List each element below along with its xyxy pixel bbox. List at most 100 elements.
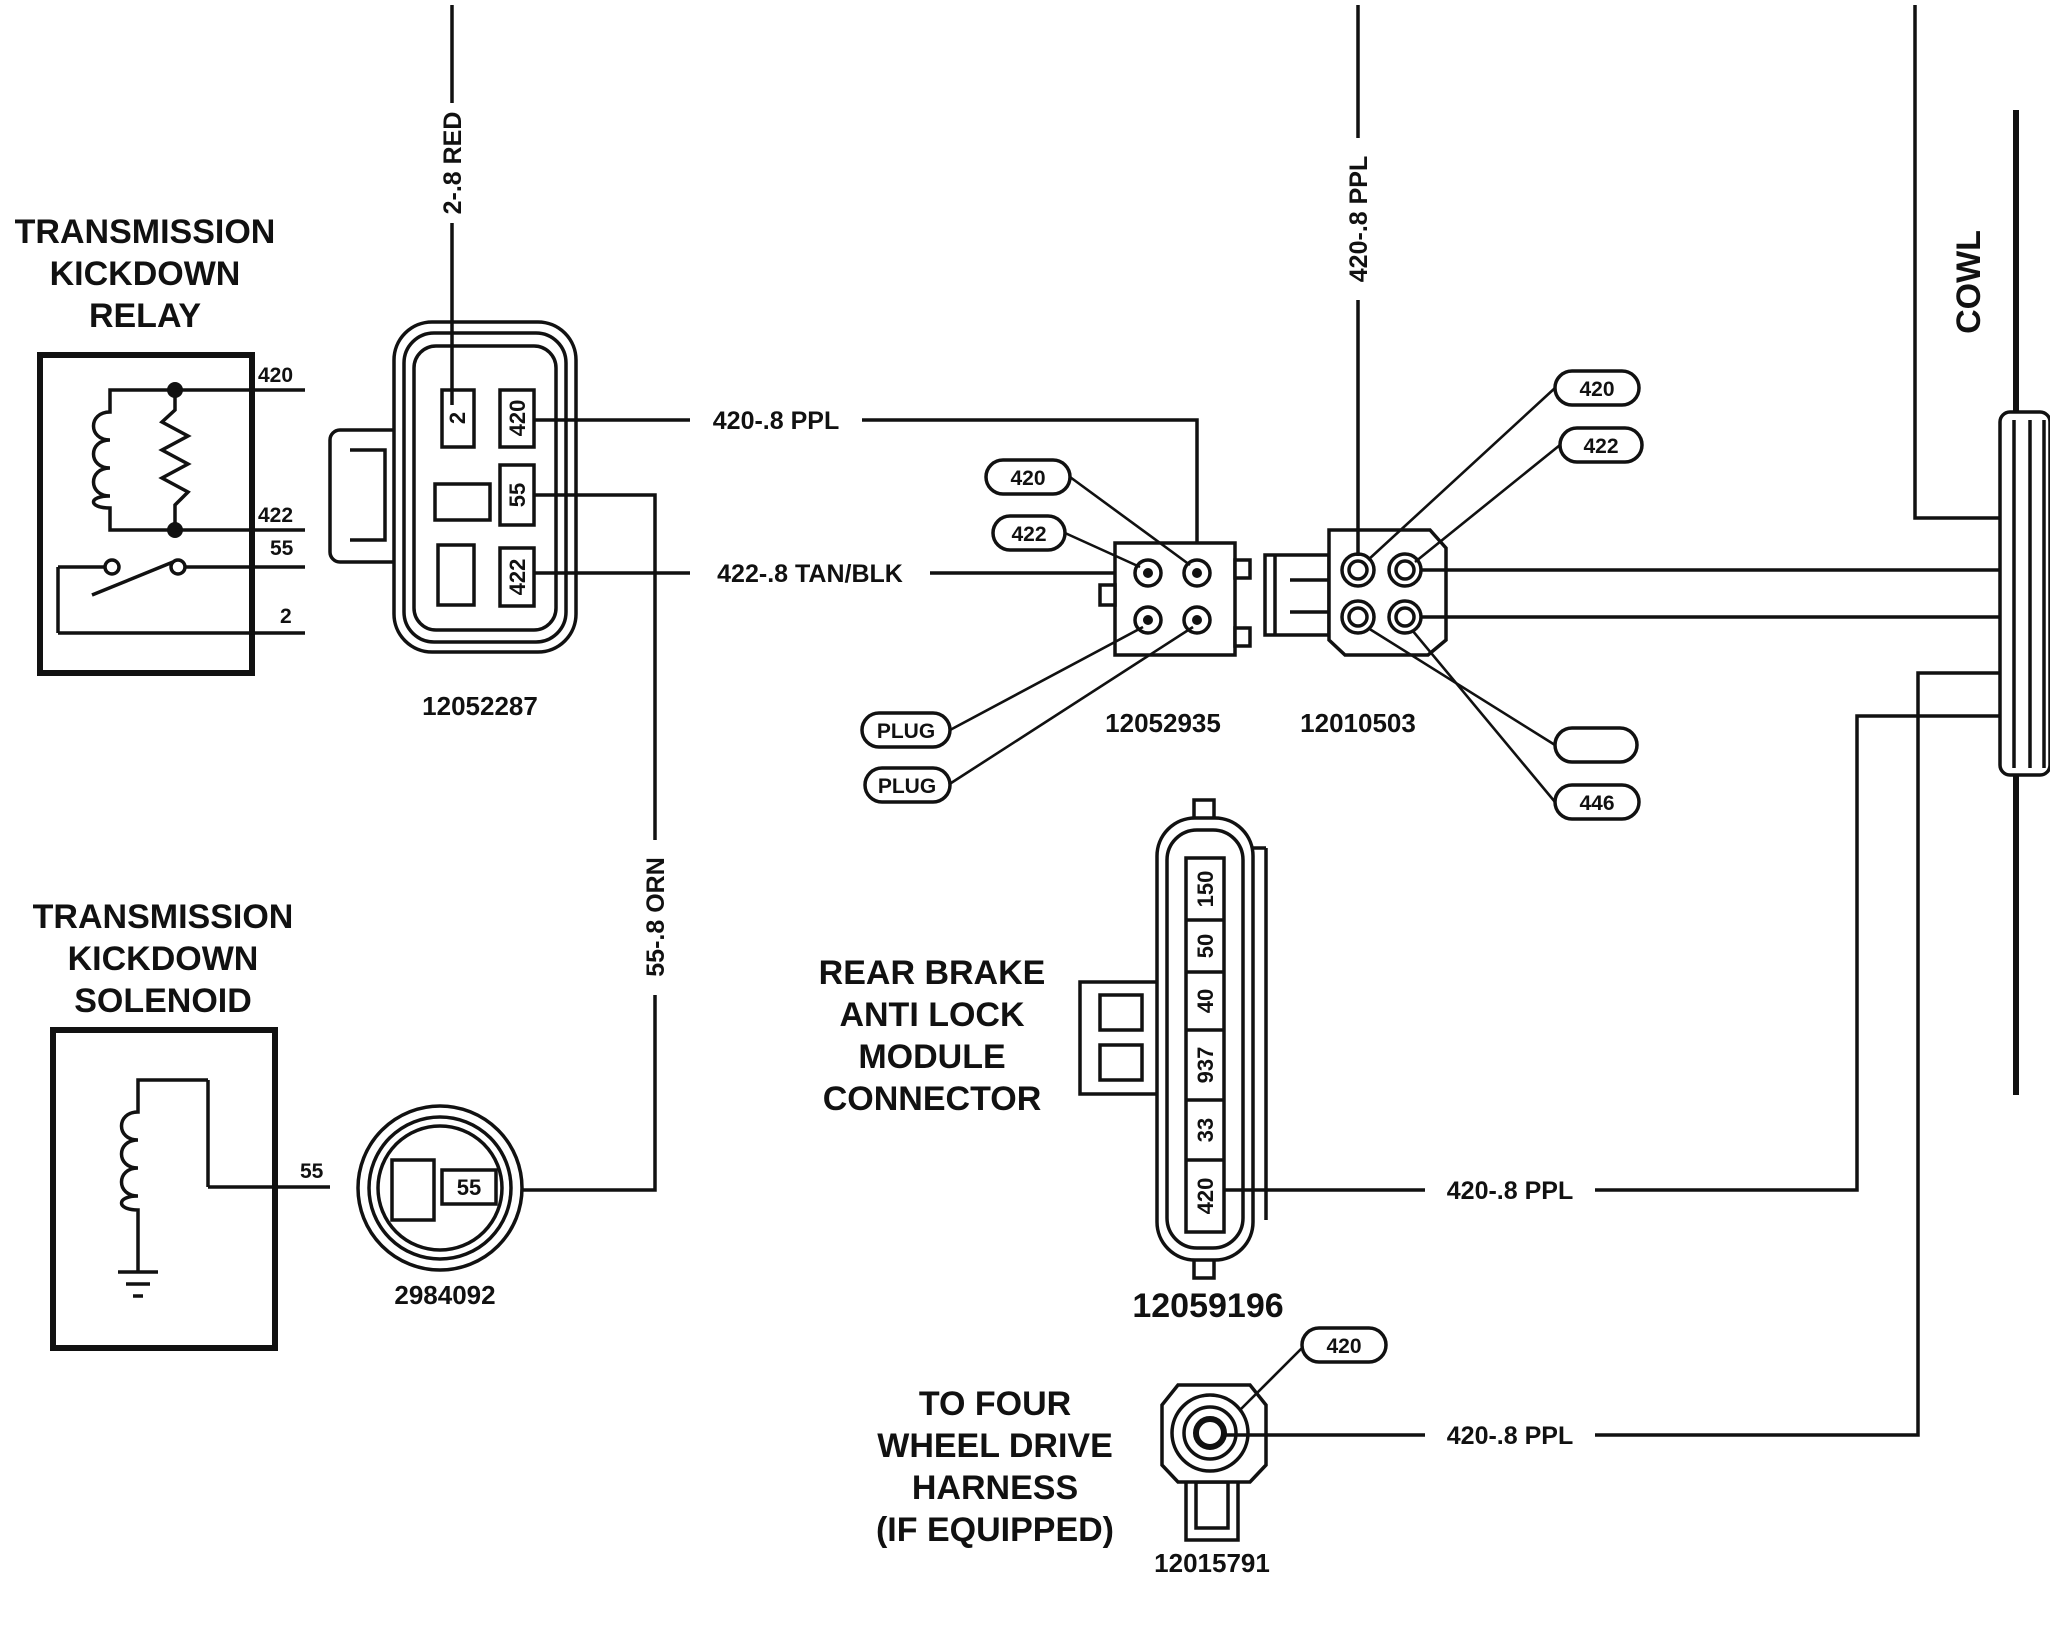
inline-connector-b: 420 422 446 12010503 <box>1263 369 1644 821</box>
relay-cavity-blank-low <box>436 543 476 607</box>
wire-orn-upper <box>534 493 657 840</box>
solenoid-connector-shell <box>356 1104 524 1272</box>
solenoid-connector: 55 2984092 <box>356 1104 524 1310</box>
four-wd-title: TO FOUR WHEEL DRIVE HARNESS (IF EQUIPPED… <box>876 1385 1114 1549</box>
wire-label-orn-55: 55-.8 ORN <box>642 857 670 976</box>
abs-connector-title: REAR BRAKE ANTI LOCK MODULE CONNECTOR <box>819 954 1046 1118</box>
four-wd-title-line-1: TO FOUR <box>919 1385 1071 1423</box>
relay-cavity-2 <box>440 388 476 449</box>
solenoid-title: TRANSMISSION KICKDOWN SOLENOID <box>33 898 294 1020</box>
abs-title-line-1: REAR BRAKE <box>819 954 1046 992</box>
four-wd-tag-420 <box>1300 1326 1388 1364</box>
four-wd-connector: 420 12015791 <box>1154 1326 1388 1578</box>
relay-title-line-2: KICKDOWN <box>50 255 241 293</box>
relay-switch-contact-left <box>103 558 121 576</box>
inline-b-tag-blank <box>1553 726 1639 764</box>
four-wd-title-line-4: (IF EQUIPPED) <box>876 1511 1114 1549</box>
relay-cavity-blank-mid <box>433 482 492 522</box>
abs-cavity-50: 50 <box>1193 934 1218 958</box>
inline-a-tag-plug-1 <box>860 711 952 749</box>
wire-orn-lower <box>520 995 657 1192</box>
relay-switch-blade <box>91 560 174 597</box>
relay-title: TRANSMISSION KICKDOWN RELAY <box>15 213 276 335</box>
inline-connector-a-body <box>1113 541 1237 657</box>
wire-label-red-2: 2-.8 RED <box>439 112 467 215</box>
relay-terminal-2: 2 <box>280 605 292 628</box>
cowl: COWL <box>1595 5 2050 1437</box>
relay-cavity-420-label: 420 <box>505 400 530 437</box>
inline-a-tag-plug-2-label: PLUG <box>878 775 936 798</box>
relay-coil-icon <box>91 388 175 532</box>
inline-a-tag-plug-2 <box>863 766 952 804</box>
inline-b-part-number: 12010503 <box>1300 708 1416 738</box>
abs-title-line-2: ANTI LOCK <box>839 996 1025 1034</box>
solenoid-cavity-55 <box>440 1168 498 1206</box>
abs-title-line-3: MODULE <box>858 1038 1005 1076</box>
inline-b-tag-446-label: 446 <box>1579 792 1614 815</box>
solenoid-title-line-3: SOLENOID <box>74 982 252 1020</box>
inline-b-body <box>1327 528 1448 657</box>
solenoid-cavity-55-label: 55 <box>457 1175 481 1200</box>
relay-body: 420 422 55 2 <box>37 352 305 676</box>
abs-cavity-937: 937 <box>1193 1047 1218 1084</box>
inline-b-tag-420 <box>1553 369 1641 407</box>
solenoid-body: 55 <box>50 1027 330 1351</box>
solenoid-coil-icon <box>119 1078 208 1272</box>
abs-title-line-4: CONNECTOR <box>823 1080 1042 1118</box>
four-wd-title-line-2: WHEEL DRIVE <box>877 1427 1113 1465</box>
inline-a-tag-420-label: 420 <box>1010 467 1045 490</box>
inline-b-tag-422-label: 422 <box>1583 435 1618 458</box>
relay-cavity-2-label: 2 <box>445 412 470 424</box>
abs-cavity-33: 33 <box>1193 1118 1218 1142</box>
inline-connector-a: 420 422 PLUG PLUG 12052935 <box>860 458 1252 804</box>
solenoid-connector-part-number: 2984092 <box>394 1280 495 1310</box>
wire-ppl-relay-right <box>862 418 1199 573</box>
inline-a-part-number: 12052935 <box>1105 708 1221 738</box>
four-wd-tag-420-label: 420 <box>1326 1335 1361 1358</box>
four-wd-title-line-3: HARNESS <box>912 1469 1078 1507</box>
abs-cavity-150: 150 <box>1193 871 1218 908</box>
relay-box <box>37 352 255 676</box>
wire-label-ppl-4wd: 420-.8 PPL <box>1447 1422 1573 1450</box>
inline-a-tag-420 <box>984 458 1072 496</box>
relay-title-line-1: TRANSMISSION <box>15 213 276 251</box>
four-wd-part-number: 12015791 <box>1154 1548 1270 1578</box>
wire-label-ppl-relay: 420-.8 PPL <box>713 407 839 435</box>
wire-label-ppl-abs: 420-.8 PPL <box>1447 1177 1573 1205</box>
inline-a-tag-422 <box>991 514 1067 552</box>
four-wd-pin <box>1193 1416 1227 1450</box>
inline-a-tag-plug-1-label: PLUG <box>877 720 935 743</box>
solenoid-title-line-2: KICKDOWN <box>68 940 259 978</box>
relay-switch-contact-right <box>169 558 187 576</box>
relay-resistor-icon <box>158 390 192 530</box>
relay-title-line-3: RELAY <box>89 297 201 335</box>
inline-b-pin-422 <box>1387 552 1423 588</box>
abs-cavity-strip <box>1184 856 1226 1234</box>
relay-cavity-422 <box>498 546 536 608</box>
abs-connector: 150 50 40 937 33 420 12059196 <box>1078 798 1284 1325</box>
solenoid-connector-key <box>390 1158 436 1222</box>
relay-connector-part-number: 12052287 <box>422 691 538 721</box>
relay-connector: 2 420 55 422 12052287 <box>328 320 578 721</box>
inline-b-tag-422 <box>1558 426 1644 464</box>
inline-b-tag-420-label: 420 <box>1579 378 1614 401</box>
inline-b-pin-blank <box>1340 599 1376 635</box>
cowl-label: COWL <box>1950 230 1988 334</box>
wire-label-ppl-top: 420-.8 PPL <box>1345 156 1373 282</box>
solenoid-terminal-55: 55 <box>300 1160 324 1183</box>
abs-latch <box>1078 980 1162 1096</box>
abs-cavity-420: 420 <box>1193 1178 1218 1215</box>
relay-terminal-420: 420 <box>258 364 293 387</box>
relay-cavity-422-label: 422 <box>505 559 530 596</box>
abs-cavity-40: 40 <box>1193 989 1218 1013</box>
relay-cavity-55-label: 55 <box>505 483 530 507</box>
ground-icon <box>118 1270 158 1298</box>
wire-label-tanblk: 422-.8 TAN/BLK <box>717 560 903 588</box>
relay-terminal-55: 55 <box>270 537 294 560</box>
solenoid-title-line-1: TRANSMISSION <box>33 898 294 936</box>
inline-b-pin-446 <box>1387 599 1423 635</box>
inline-b-tag-446 <box>1553 783 1641 821</box>
solenoid-box <box>50 1027 278 1351</box>
relay-terminal-422: 422 <box>258 504 293 527</box>
